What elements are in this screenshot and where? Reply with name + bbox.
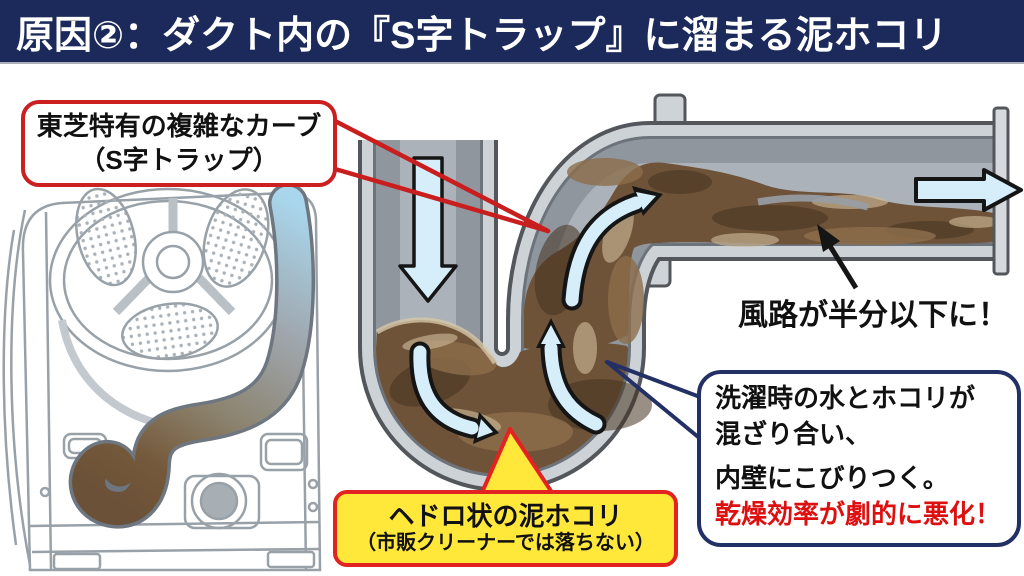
callout-sludge-line1: ヘドロ状の泥ホコリ bbox=[388, 501, 623, 532]
drum-perforation-oval-right bbox=[202, 188, 270, 288]
fan-inner bbox=[199, 481, 239, 521]
screw-2 bbox=[307, 501, 319, 513]
sludge-texture-mid bbox=[413, 158, 936, 452]
toshiba-callout-pointer-lines bbox=[332, 118, 551, 234]
page-title: 原因②：ダクト内の『S字トラップ』に溜まる泥ホコリ bbox=[16, 14, 948, 57]
screw-3 bbox=[39, 486, 51, 498]
bubble-mixing-line4: 乾燥効率が劇的に悪化！ bbox=[715, 499, 1002, 529]
bubble-mixing: 洗濯時の水とホコリが 混ざり合い、 内壁にこびりつく。 乾燥効率が劇的に悪化！ bbox=[697, 370, 1021, 547]
machine-foot-right bbox=[266, 550, 316, 569]
title-bar: 原因②：ダクト内の『S字トラップ』に溜まる泥ホコリ bbox=[0, 0, 1024, 64]
machine-foot-left bbox=[52, 552, 102, 571]
callout-sludge: ヘドロ状の泥ホコリ （市販クリーナーでは落ちない） bbox=[333, 490, 678, 567]
narrow-path-pointer-arrow bbox=[817, 224, 859, 290]
bubble-mixing-line2: 混ざり合い、 bbox=[715, 419, 872, 449]
airflow-curve-arrow-middle bbox=[536, 318, 607, 435]
drum-perforation-oval-left bbox=[75, 187, 137, 287]
machine-duct-highlight bbox=[68, 183, 316, 529]
sludge-surface-highlight bbox=[375, 317, 498, 365]
machine-left-door-edge bbox=[10, 209, 32, 566]
screw-1 bbox=[307, 478, 319, 490]
bubble-mixing-line1: 洗濯時の水とホコリが bbox=[715, 383, 976, 413]
bubble-pointer-lines bbox=[605, 360, 705, 443]
drum-hub-outer bbox=[141, 230, 205, 294]
vent-grille-right-inner bbox=[264, 438, 304, 466]
vent-grille-right bbox=[259, 432, 309, 472]
callout-toshiba-curve: 東芝特有の複雑なカーブ （S字トラップ） bbox=[21, 100, 337, 187]
machine-base-lines bbox=[29, 520, 321, 554]
label-airflow-half: 風路が半分以下に！ bbox=[738, 299, 1008, 332]
airflow-curve-arrow-top bbox=[561, 186, 663, 311]
drum-spokes bbox=[112, 198, 236, 316]
drum-hub-inner bbox=[155, 244, 191, 280]
fan-outer bbox=[190, 472, 248, 530]
bubble-mixing-line3: 内壁にこびりつく。 bbox=[715, 463, 949, 493]
callout-sludge-line2: （市販クリーナーでは落ちない） bbox=[356, 531, 655, 554]
sludge-gap-streak bbox=[757, 194, 869, 211]
airflow-curve-arrow-bottom bbox=[409, 341, 499, 444]
drum-perforation-oval-bottom bbox=[121, 302, 219, 360]
machine-left-door-edge2 bbox=[2, 229, 18, 546]
callout-toshiba-line2: （S字トラップ） bbox=[79, 144, 279, 175]
airflow-exit-arrow bbox=[914, 168, 1023, 212]
callout-toshiba-line1: 東芝特有の複雑なカーブ bbox=[36, 110, 322, 141]
